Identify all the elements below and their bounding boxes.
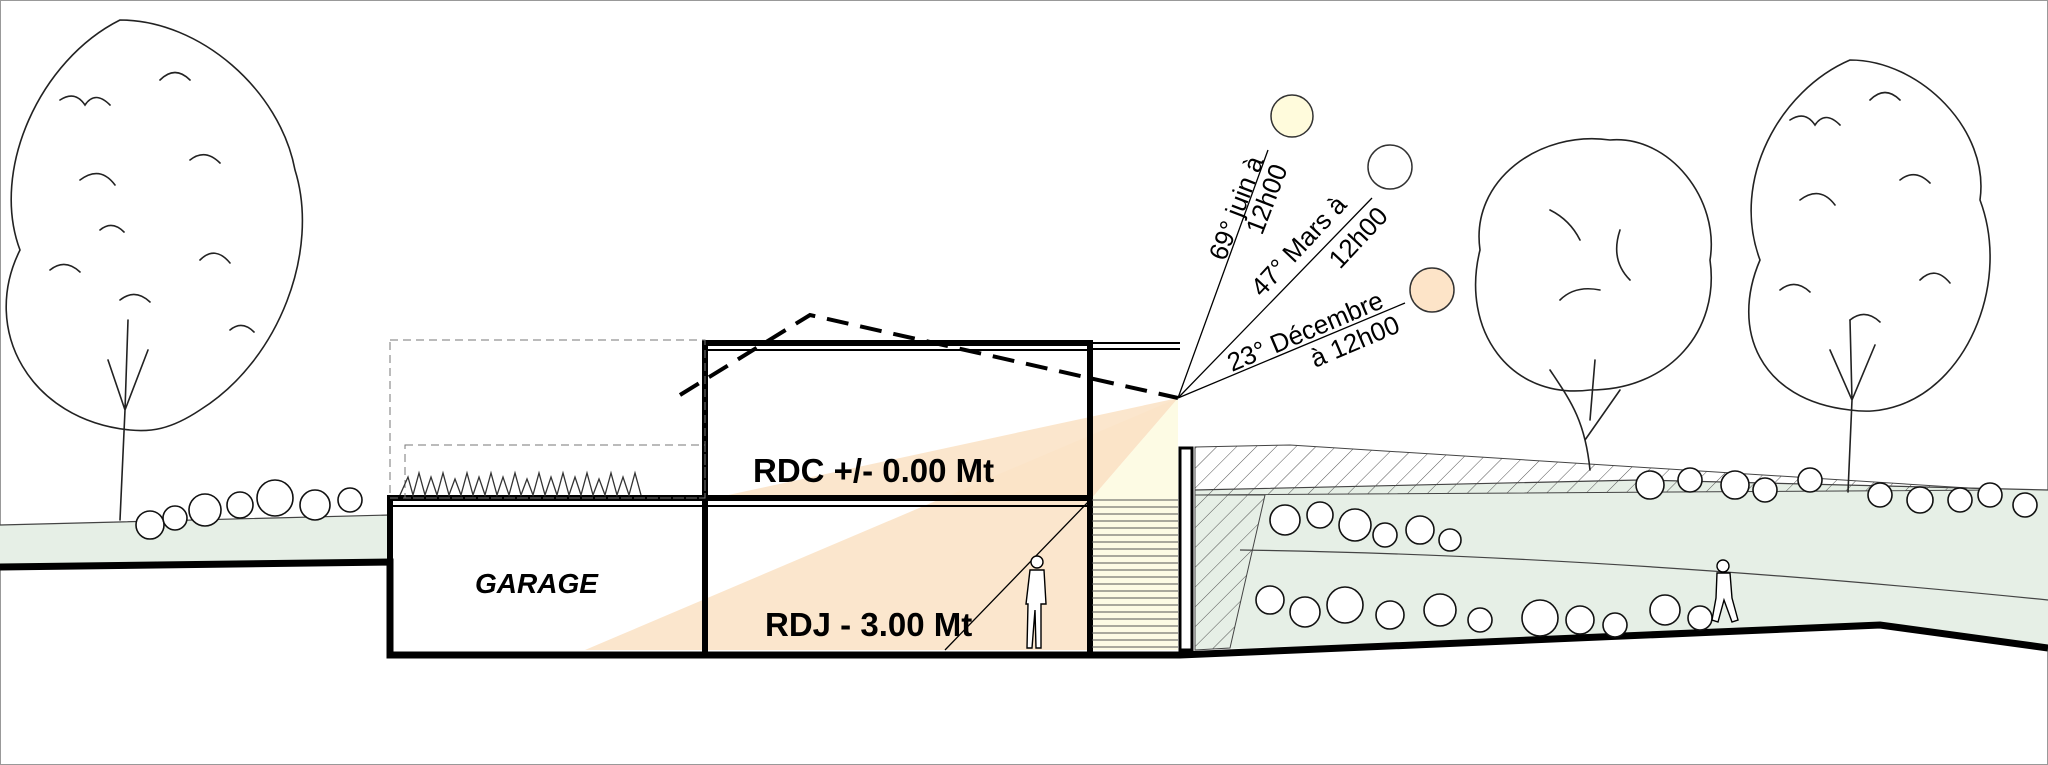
bush-icon (256, 479, 294, 517)
bush-icon (1947, 487, 1973, 513)
ray-december (1177, 302, 1406, 399)
light-cone-summer (1090, 398, 1178, 650)
bush-icon (1306, 501, 1334, 529)
bush-icon (188, 493, 222, 527)
ray-june (1177, 149, 1269, 399)
light-cone-upper (705, 398, 1178, 500)
bush-icon (337, 487, 363, 513)
house (387, 312, 1194, 658)
label-rdj: RDJ - 3.00 Mt (765, 606, 972, 643)
bush-icon (1977, 482, 2003, 508)
label-garage: GARAGE (475, 568, 599, 599)
bush-icon (1720, 470, 1750, 500)
bush-icon (1405, 515, 1435, 545)
bush-icon (1438, 528, 1462, 552)
bush-icon (299, 489, 331, 521)
person-icon (1025, 555, 1047, 649)
bush-icon (1635, 470, 1665, 500)
sun-icon (1409, 267, 1455, 313)
bush-icon (1375, 600, 1405, 630)
bushes (135, 467, 2038, 638)
bush-icon (135, 510, 165, 540)
bush-icon (1565, 605, 1595, 635)
tree-icon (5, 19, 304, 521)
path-line (1239, 549, 2048, 601)
bush-icon (1752, 477, 1778, 503)
bush-icon (1677, 467, 1703, 493)
bush-icon (1797, 467, 1823, 493)
roof-grass (399, 470, 642, 498)
bush-icon (1867, 482, 1893, 508)
bush-icon (2012, 492, 2038, 518)
bush-icon (1372, 522, 1398, 548)
stairs (1092, 499, 1178, 648)
retaining-hatch (1194, 494, 1266, 651)
sun-icon (1367, 144, 1413, 190)
tree-icon (1474, 138, 1713, 471)
sun-icon (1270, 94, 1314, 138)
bush-icon (1602, 612, 1628, 638)
bush-icon (1338, 508, 1372, 542)
bush-icon (1326, 586, 1364, 624)
bush-icon (1289, 596, 1321, 628)
bush-icon (1687, 605, 1713, 631)
tree-icon (1747, 59, 1991, 493)
ground-fill-left (0, 515, 390, 567)
sun-rays (944, 149, 1406, 651)
bush-icon (226, 491, 254, 519)
bush-icon (1269, 504, 1301, 536)
label-rdc: RDC +/- 0.00 Mt (753, 452, 994, 489)
bush-icon (1423, 593, 1457, 627)
bush-icon (1906, 486, 1934, 514)
ray-ground (944, 499, 1091, 651)
ray-march (1177, 197, 1373, 399)
bush-icon (1521, 599, 1559, 637)
person-icon (1711, 559, 1739, 623)
bush-icon (1649, 594, 1681, 626)
bush-icon (1255, 585, 1285, 615)
bush-icon (1467, 607, 1493, 633)
bush-icon (162, 505, 188, 531)
